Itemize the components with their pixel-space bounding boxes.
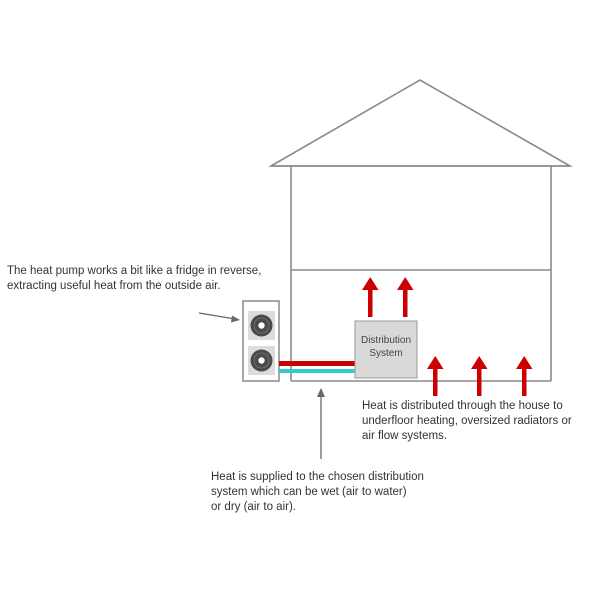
arrow-up-icon bbox=[427, 356, 444, 396]
heat-pump-caption: The heat pump works a bit like a fridge … bbox=[7, 264, 261, 294]
heat-supply-caption-line2: system which can be wet (air to water) bbox=[211, 486, 407, 498]
house bbox=[268, 79, 574, 382]
arrow-up-icon bbox=[471, 356, 488, 396]
heat-supply-caption-line3: or dry (air to air). bbox=[211, 501, 296, 513]
heat-distribution-caption: Heat is distributed through the house to… bbox=[362, 399, 572, 444]
heat-pump-unit bbox=[242, 300, 280, 382]
heat-distribution-caption-line2: underfloor heating, oversized radiators … bbox=[362, 415, 572, 427]
distribution-system-box bbox=[354, 320, 418, 379]
heat-pump-caption-line1: The heat pump works a bit like a fridge … bbox=[7, 265, 262, 277]
fan-icon bbox=[250, 349, 273, 372]
heat-distribution-caption-line3: air flow systems. bbox=[362, 430, 447, 442]
distribution-system-label-line1: Distribution bbox=[360, 335, 412, 346]
heat-supply-caption: Heat is supplied to the chosen distribut… bbox=[211, 470, 424, 515]
heat-distribution-caption-line1: Heat is distributed through the house to bbox=[362, 400, 563, 412]
fan-icon bbox=[250, 314, 273, 337]
arrow-up-icon bbox=[516, 356, 533, 396]
arrow-right-icon bbox=[198, 312, 240, 323]
cold-pipe bbox=[279, 369, 355, 373]
arrow-up-icon bbox=[397, 277, 414, 317]
hot-pipe bbox=[279, 361, 355, 366]
heat-pump-caption-line2: extracting useful heat from the outside … bbox=[7, 280, 221, 292]
house-roof bbox=[268, 79, 574, 167]
distribution-system-label: Distribution System bbox=[355, 334, 417, 360]
distribution-system-label-line2: System bbox=[369, 348, 403, 359]
heat-supply-caption-line1: Heat is supplied to the chosen distribut… bbox=[211, 471, 424, 483]
arrow-up-pointer-icon bbox=[317, 388, 325, 459]
arrow-up-icon bbox=[362, 277, 379, 317]
